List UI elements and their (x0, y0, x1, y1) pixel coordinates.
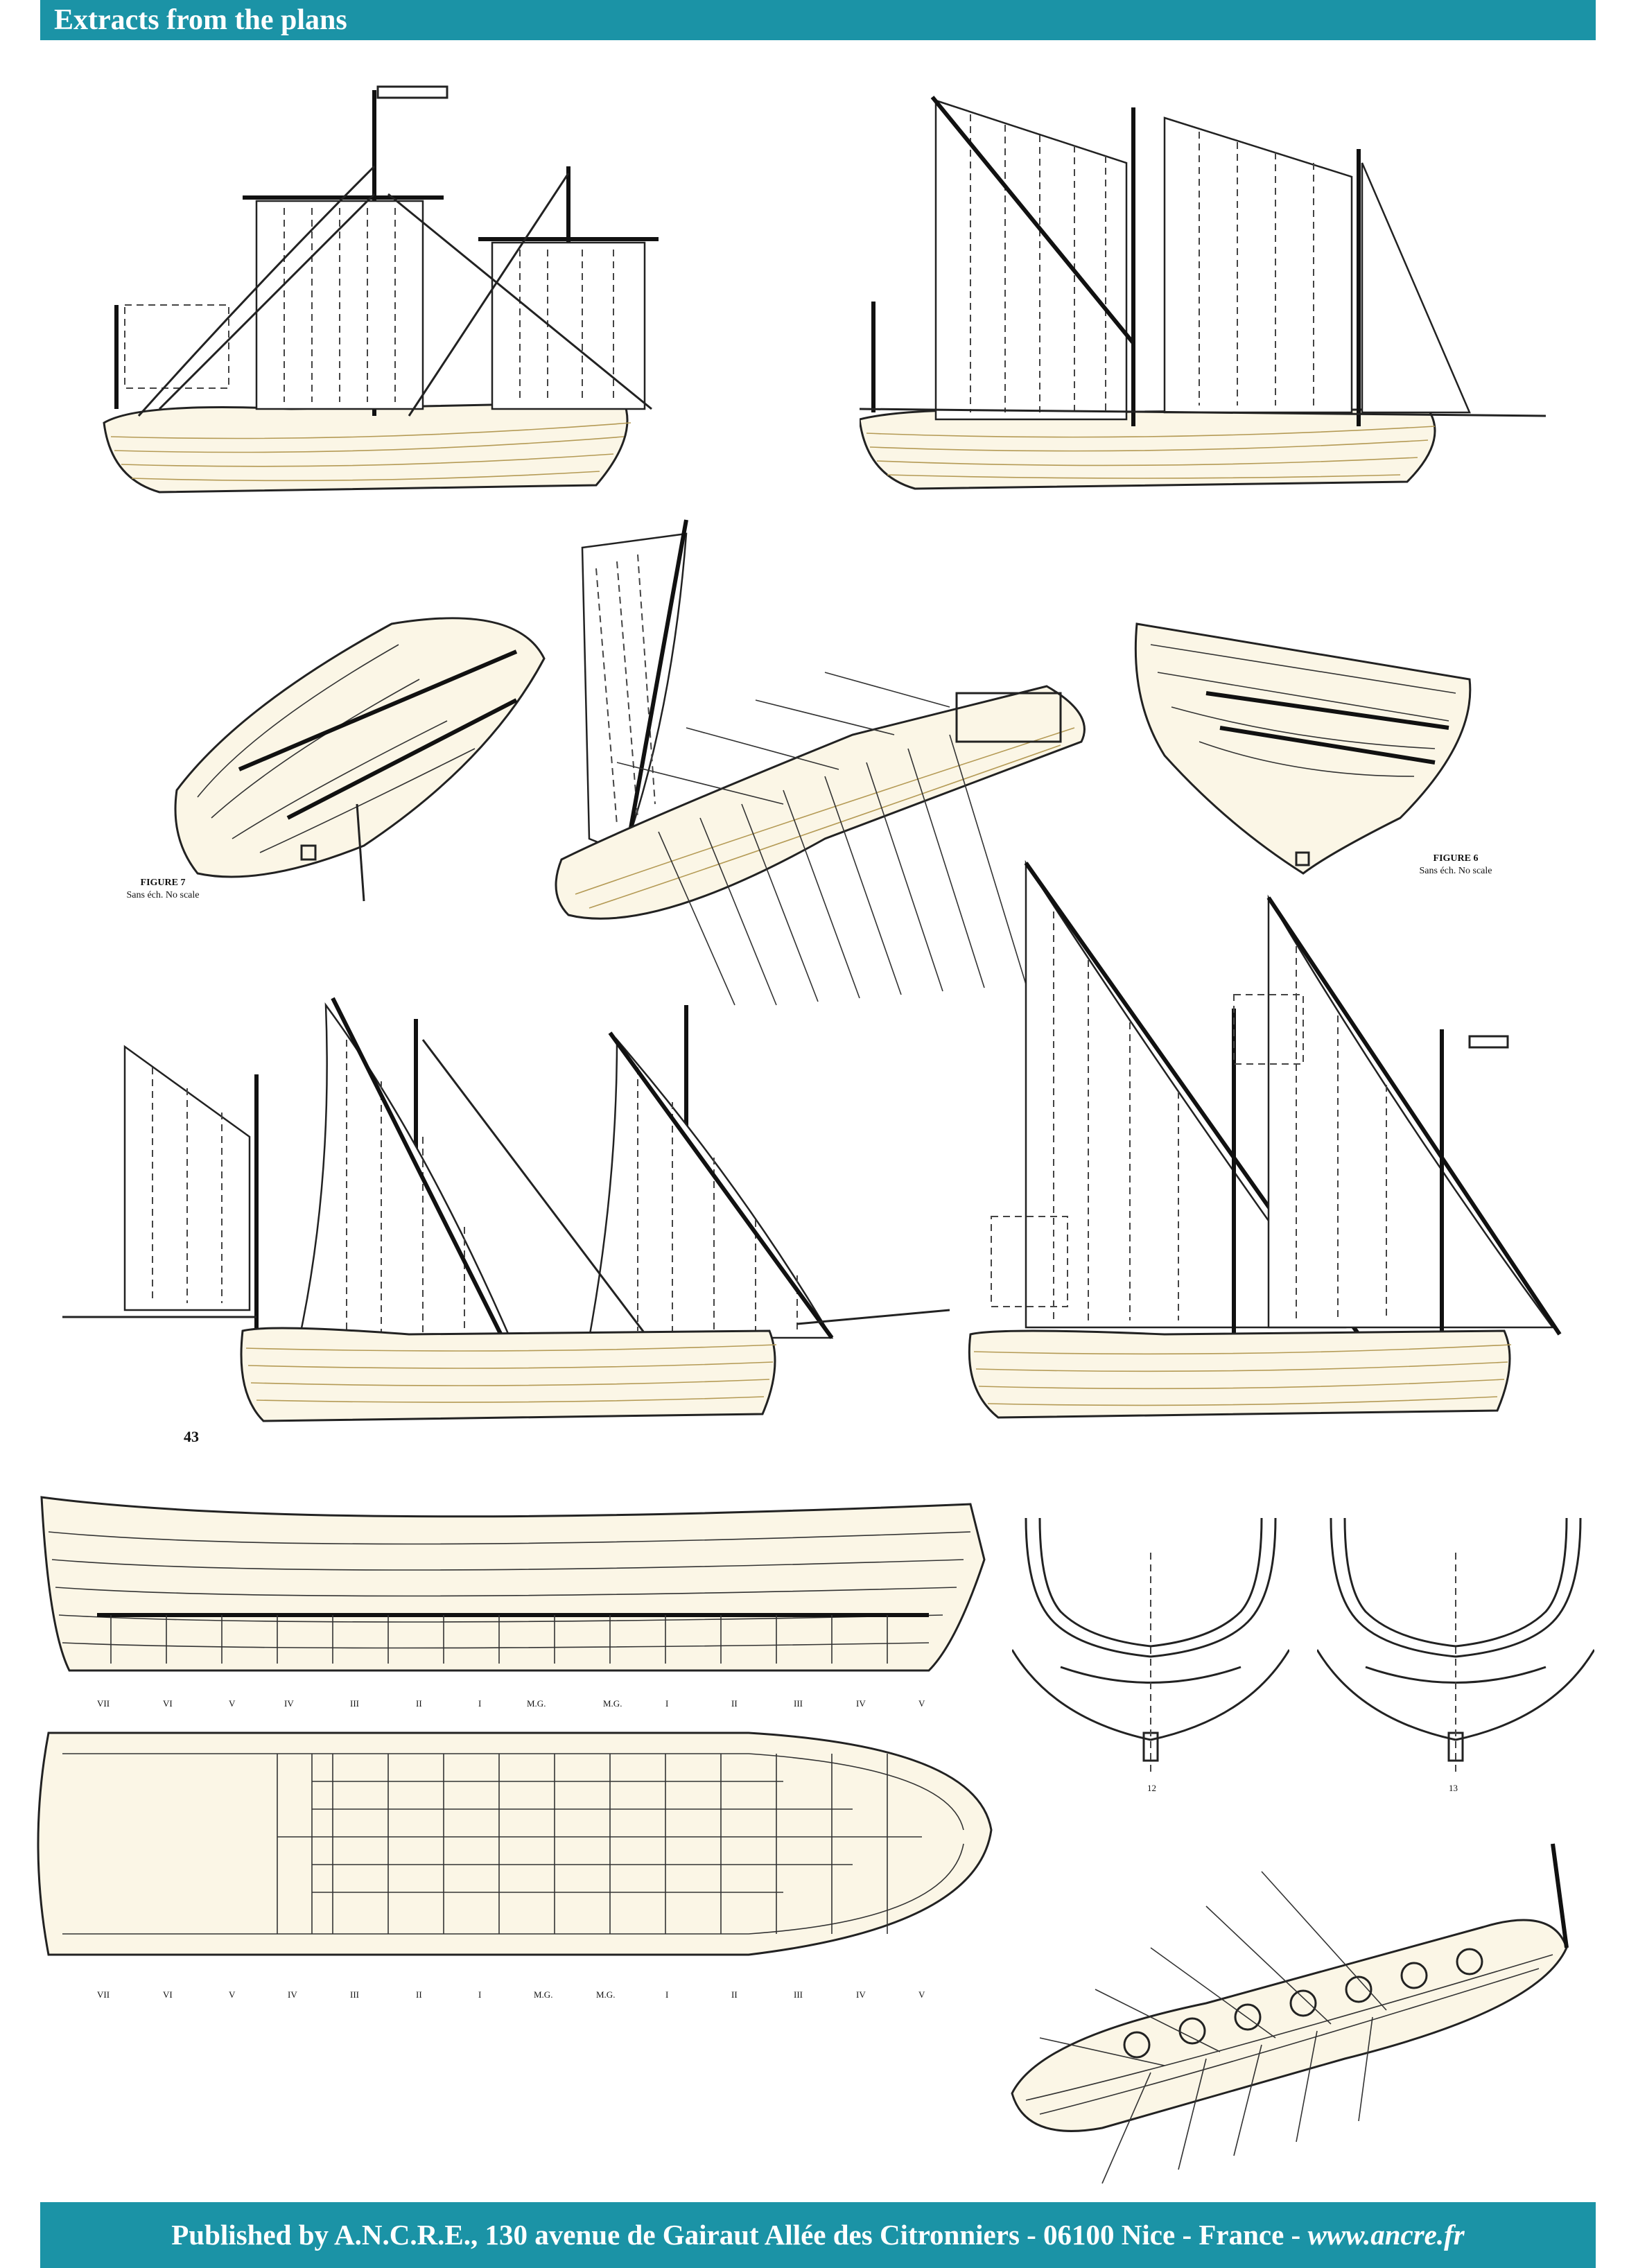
plan-station-label: III (794, 1989, 803, 2000)
station-label: VI (163, 1698, 173, 1709)
publisher-line: Published by A.N.C.R.E., 130 avenue de G… (40, 2216, 1596, 2254)
station-label: II (731, 1698, 738, 1709)
figure6-scale: Sans éch. No scale (1419, 866, 1492, 876)
plate-number: 43 (184, 1428, 199, 1445)
plan-station-label: V (229, 1989, 236, 2000)
station-label: IV (284, 1698, 294, 1709)
figure7-label: FIGURE 7 (140, 878, 186, 888)
cross-section-13-drawing (1317, 1511, 1594, 1809)
plan-station-label: M.G. (534, 1989, 553, 2000)
header-banner: Extracts from the plans (40, 0, 1596, 40)
figure7-caption: FIGURE 7 Sans éch. No scale (111, 877, 215, 902)
figure7-drawing (156, 610, 558, 929)
figure6-drawing (1123, 603, 1483, 880)
profile-square-rig-drawing (83, 76, 659, 548)
deck-plan-drawing (21, 1719, 1005, 1975)
plan-station-label: M.G. (596, 1989, 616, 2000)
plan-station-label: II (731, 1989, 738, 2000)
plan-station-label: VI (163, 1989, 173, 2000)
section-label-12: 12 (1147, 1783, 1156, 1793)
station-label: V (229, 1698, 236, 1709)
footer-banner: Published by A.N.C.R.E., 130 avenue de G… (40, 2202, 1596, 2268)
station-label: V (918, 1698, 925, 1709)
profile-three-mast-drawing (62, 977, 950, 1456)
station-label: II (416, 1698, 422, 1709)
plan-station-label: I (665, 1989, 669, 2000)
plan-station-label: IV (856, 1989, 866, 2000)
oared-galley-drawing (548, 506, 1123, 1061)
inboard-profile-drawing (28, 1490, 1005, 1677)
plan-station-label: I (478, 1989, 482, 2000)
plan-station-label: V (918, 1989, 925, 2000)
cross-section-12-drawing (1012, 1511, 1289, 1809)
figure6-caption: FIGURE 6 Sans éch. No scale (1407, 853, 1504, 878)
profile-lateen-drawing (957, 856, 1580, 1459)
plan-station-label: II (416, 1989, 422, 2000)
station-label: III (350, 1698, 359, 1709)
station-label: I (478, 1698, 482, 1709)
profile-lug-rig-drawing (860, 66, 1553, 544)
publisher-address: Published by A.N.C.R.E., 130 avenue de G… (171, 2219, 1308, 2251)
station-label: III (794, 1698, 803, 1709)
plan-station-label: IV (288, 1989, 297, 2000)
website-link[interactable]: www.ancre.fr (1307, 2219, 1465, 2251)
plan-station-label: III (350, 1989, 359, 2000)
station-label: I (665, 1698, 669, 1709)
station-label: M.G. (603, 1698, 622, 1709)
figure6-label: FIGURE 6 (1433, 853, 1479, 864)
page-title: Extracts from the plans (54, 4, 347, 36)
crewed-boat-drawing (998, 1830, 1594, 2190)
station-label: VII (97, 1698, 110, 1709)
section-label-13: 13 (1449, 1783, 1458, 1793)
figure7-scale: Sans éch. No scale (126, 890, 200, 900)
plan-station-label: VII (97, 1989, 110, 2000)
station-label: M.G. (527, 1698, 546, 1709)
station-label: IV (856, 1698, 866, 1709)
